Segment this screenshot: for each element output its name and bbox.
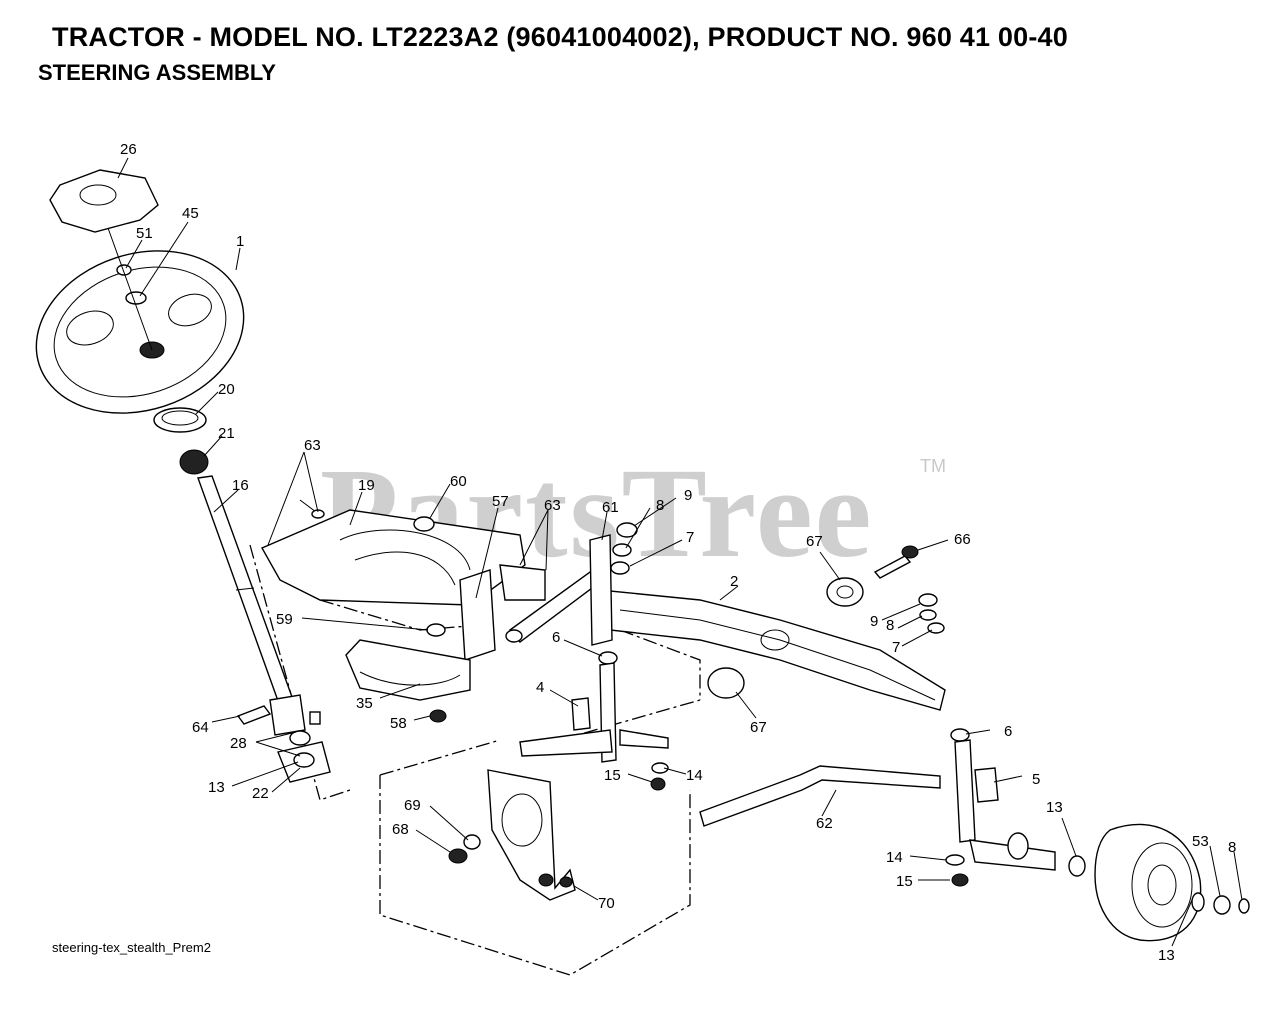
callout-20: 20 <box>218 381 235 398</box>
hardware-stack-part <box>598 522 970 742</box>
small-hardware-part <box>650 762 969 887</box>
pivot-bolt-part <box>873 545 919 579</box>
callout-63-right: 63 <box>544 497 561 514</box>
callout-62: 62 <box>816 815 833 832</box>
callout-14-right: 14 <box>886 849 903 866</box>
callout-53: 53 <box>1192 833 1209 850</box>
hub-bracket-part <box>448 769 576 901</box>
callout-15: 15 <box>604 767 621 784</box>
diagram-caption: steering-tex_stealth_Prem2 <box>52 940 211 955</box>
callout-28: 28 <box>230 735 247 752</box>
callout-15-right: 15 <box>896 873 913 890</box>
callout-35: 35 <box>356 695 373 712</box>
callout-6: 6 <box>552 629 560 646</box>
callout-8-right: 8 <box>886 617 894 634</box>
callout-8: 8 <box>656 497 664 514</box>
axle-spacer-part <box>707 577 864 699</box>
leader-lines <box>117 157 1243 947</box>
callout-60: 60 <box>450 473 467 490</box>
callout-4: 4 <box>536 679 544 696</box>
callout-66: 66 <box>954 531 971 548</box>
callout-63: 63 <box>304 437 321 454</box>
callout-13-right: 13 <box>1046 799 1063 816</box>
front-wheel-part <box>1068 823 1250 942</box>
steering-shaft-part <box>197 475 306 736</box>
callout-labels: 26 45 51 1 20 21 16 63 19 60 57 63 61 9 … <box>120 141 1236 964</box>
left-spindle-part <box>519 662 669 763</box>
callout-57: 57 <box>492 493 509 510</box>
callout-9: 9 <box>684 487 692 504</box>
callout-19: 19 <box>358 477 375 494</box>
steering-bushing-part <box>153 407 209 475</box>
section-subtitle: STEERING ASSEMBLY <box>38 60 276 85</box>
front-axle-part <box>589 534 946 711</box>
tie-rod-part <box>699 765 941 827</box>
callout-61: 61 <box>602 499 619 516</box>
steering-plate-part <box>261 499 546 661</box>
callout-7: 7 <box>686 529 694 546</box>
callout-5: 5 <box>1032 771 1040 788</box>
assembly-reference-lines <box>249 544 701 976</box>
callout-51: 51 <box>136 225 153 242</box>
callout-67: 67 <box>806 533 823 550</box>
trademark-mark: TM <box>920 456 946 476</box>
callout-68: 68 <box>392 821 409 838</box>
right-spindle-part <box>954 739 1056 871</box>
callout-1: 1 <box>236 233 244 250</box>
callout-13: 13 <box>208 779 225 796</box>
callout-58: 58 <box>390 715 407 732</box>
callout-21: 21 <box>218 425 235 442</box>
callout-64: 64 <box>192 719 209 736</box>
callout-45: 45 <box>182 205 199 222</box>
callout-67-lower: 67 <box>750 719 767 736</box>
callout-9-right: 9 <box>870 613 878 630</box>
page-title: TRACTOR - MODEL NO. LT2223A2 (9604100400… <box>52 22 1068 52</box>
callout-70: 70 <box>598 895 615 912</box>
callout-69: 69 <box>404 797 421 814</box>
callout-6-right: 6 <box>1004 723 1012 740</box>
steering-wheel-part <box>35 227 245 414</box>
callout-26: 26 <box>120 141 137 158</box>
shaft-bearing-bracket-part <box>236 705 331 783</box>
callout-2: 2 <box>730 573 738 590</box>
callout-8-wheel: 8 <box>1228 839 1236 856</box>
callout-22: 22 <box>252 785 269 802</box>
callout-14: 14 <box>686 767 703 784</box>
callout-59: 59 <box>276 611 293 628</box>
sector-gear-part <box>345 623 471 723</box>
callout-7-right: 7 <box>892 639 900 656</box>
horn-cap-part <box>49 169 159 233</box>
callout-16: 16 <box>232 477 249 494</box>
callout-13-wheel: 13 <box>1158 947 1175 964</box>
